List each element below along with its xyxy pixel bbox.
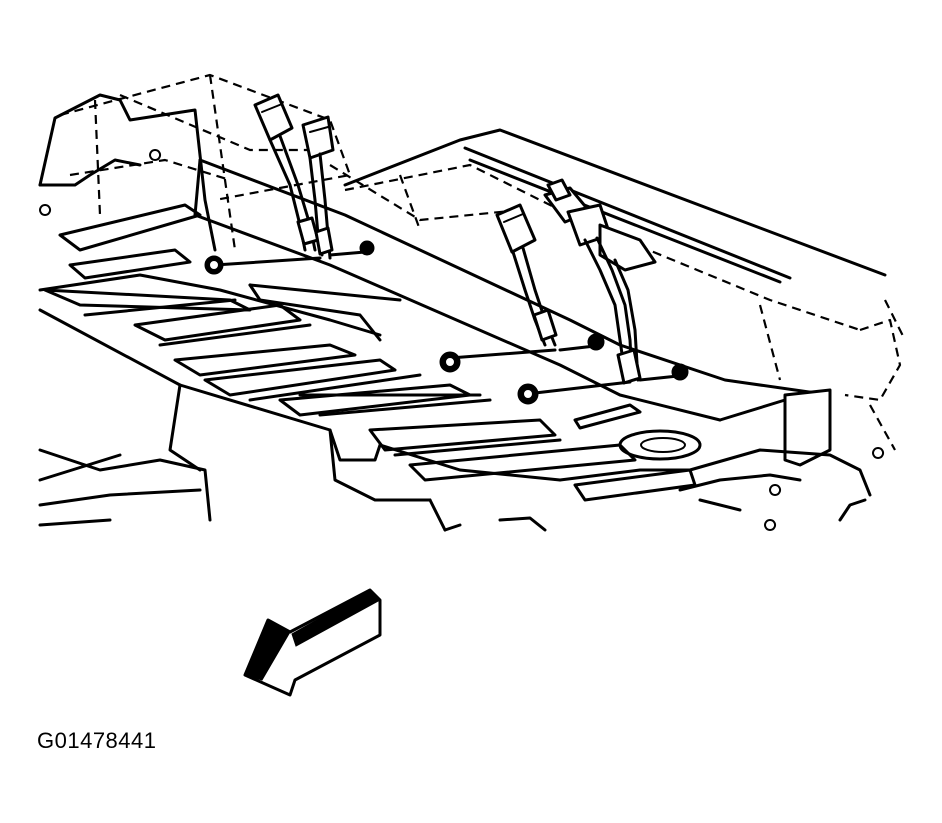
right-buckle-assembly: [439, 203, 605, 373]
figure-id-label: G01478441: [37, 728, 157, 753]
left-buckle-assembly: [204, 93, 375, 275]
center-retractor-assembly: [517, 178, 689, 405]
floor-pan: [38, 73, 906, 532]
front-direction-arrow-icon: [243, 588, 382, 697]
